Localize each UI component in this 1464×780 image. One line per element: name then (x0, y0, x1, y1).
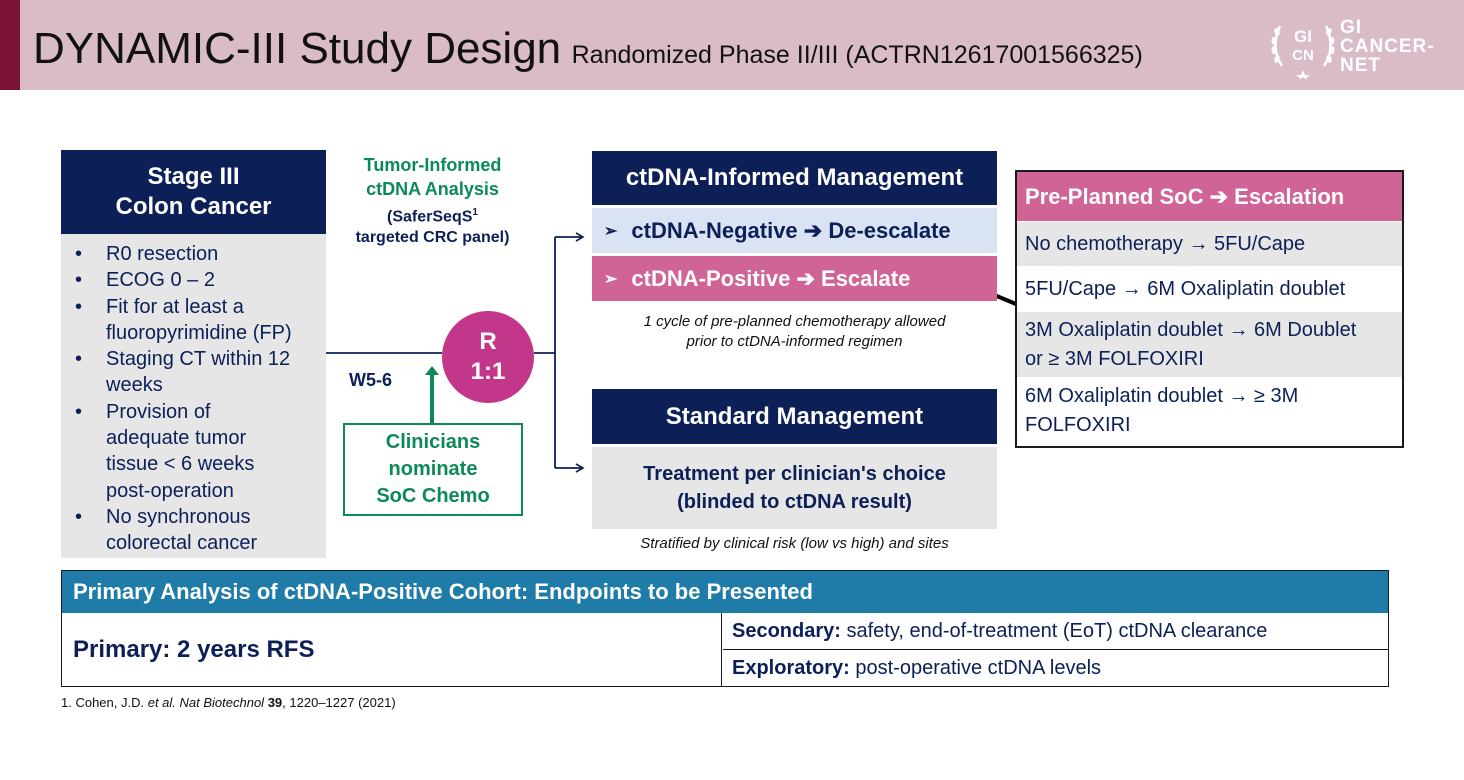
footnote: 1. Cohen, J.D. et al. Nat Biotechnol 39,… (61, 695, 396, 710)
timing-label: W5-6 (349, 370, 393, 390)
arrow-icon: → (1121, 277, 1142, 300)
header-accent (0, 0, 20, 90)
arrow-icon: ➔ (1209, 183, 1229, 209)
ctdna-arm-title: ctDNA-Informed Management (592, 151, 997, 205)
standard-arm-title: Standard Management (592, 389, 997, 444)
bullet-arrow-icon: ➢ (604, 270, 618, 288)
clinicians-box: Clinicians nominate SoC Chemo (343, 423, 523, 516)
bullet-arrow-icon: ➢ (604, 222, 618, 240)
arrow-icon: → (1228, 385, 1249, 407)
escalation-table: Pre-Planned SoC ➔ Escalation No chemothe… (1015, 170, 1404, 448)
endpoints-table-header: Primary Analysis of ctDNA-Positive Cohor… (62, 571, 1388, 613)
title-subtitle: Randomized Phase II/III (ACTRN1261700156… (571, 41, 1143, 69)
page-title: DYNAMIC-III Study Design Randomized Phas… (33, 24, 1143, 74)
saferseqs-label: (SaferSeqS1 targeted CRC panel) (355, 207, 510, 247)
ctdna-negative-row: ➢ ctDNA-Negative ➔ De-escalate (592, 208, 997, 253)
randomization-circle: R 1:1 (442, 311, 534, 403)
svg-text:GI: GI (1294, 27, 1312, 46)
tumor-informed-label: Tumor-Informed ctDNA Analysis (363, 155, 502, 199)
exploratory-endpoint: Exploratory: post-operative ctDNA levels (732, 656, 1102, 679)
primary-endpoint: Primary: 2 years RFS (62, 613, 722, 686)
stratification-note: Stratified by clinical risk (low vs high… (640, 535, 949, 552)
stage-title: Stage III Colon Cancer (61, 150, 326, 234)
escalation-table-header: Pre-Planned SoC ➔ Escalation (1017, 172, 1402, 221)
eligibility-item: •ECOG 0 – 2 (75, 269, 215, 292)
laurel-icon: GI CN (1271, 25, 1335, 80)
escalation-row: 6M Oxaliplatin doublet → ≥ 3M FOLFOXIRI (1017, 377, 1402, 444)
escalation-row: No chemotherapy → 5FU/Cape (1017, 221, 1402, 266)
arrow-icon: ➔ (803, 217, 823, 243)
endpoints-table: Primary Analysis of ctDNA-Positive Cohor… (61, 570, 1389, 687)
eligibility-box: •R0 resection •ECOG 0 – 2 •Fit for at le… (61, 234, 326, 558)
escalation-row: 3M Oxaliplatin doublet → 6M Doublet or ≥… (1017, 311, 1402, 377)
arrow-icon: → (1228, 318, 1249, 341)
standard-arm-body: Treatment per clinician's choice (blinde… (592, 447, 997, 529)
eligibility-list: •R0 resection •ECOG 0 – 2 •Fit for at le… (71, 241, 316, 557)
svg-text:CN: CN (1292, 47, 1314, 64)
escalation-row: 5FU/Cape → 6M Oxaliplatin doublet (1017, 266, 1402, 311)
eligibility-item: •R0 resection (75, 243, 219, 265)
title-main: DYNAMIC-III Study Design (33, 24, 562, 73)
gicancernet-logo: GI CN GI CANCER- NET (1268, 14, 1458, 80)
ctdna-arm-note: 1 cycle of pre-planned chemotherapy allo… (643, 313, 946, 350)
ctdna-positive-row: ➢ ctDNA-Positive ➔ Escalate (592, 256, 997, 301)
secondary-endpoint: Secondary: safety, end-of-treatment (EoT… (723, 613, 1389, 650)
arrow-icon: → (1188, 232, 1209, 255)
header-bar: DYNAMIC-III Study Design Randomized Phas… (0, 0, 1464, 90)
arrow-icon: ➔ (796, 265, 815, 291)
logo-wordmark: GI CANCER- NET (1340, 17, 1435, 76)
endpoints-table-body: Primary: 2 years RFS Secondary: safety, … (62, 613, 1389, 686)
